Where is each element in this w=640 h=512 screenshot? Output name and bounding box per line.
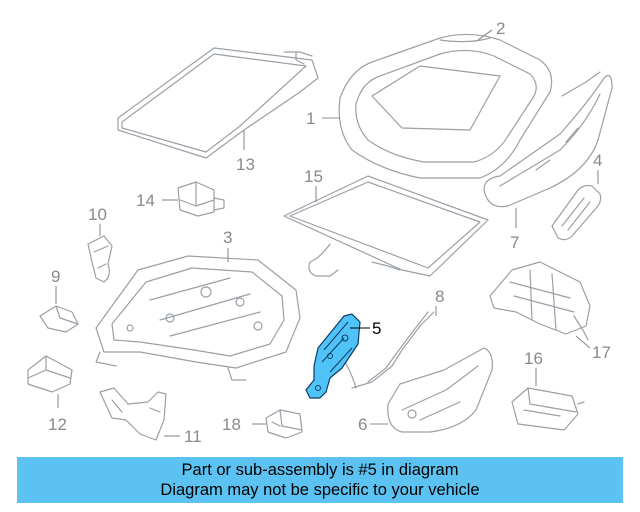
part-4-switch [551,184,602,241]
callout-9: 9 [51,267,60,286]
part-9-knob [39,305,79,333]
part-12-block [27,355,73,393]
callout-6: 6 [358,415,367,434]
callout-1: 1 [306,109,315,128]
callout-3: 3 [223,228,232,247]
part-11-bracket [99,387,167,441]
callout-10: 10 [88,205,107,224]
part-17-mechanism [489,261,591,341]
callout-13: 13 [236,155,255,174]
part-13-heater-pad [117,47,319,159]
callout-15: 15 [304,167,323,186]
banner-line-1: Part or sub-assembly is #5 in diagram [181,461,459,479]
callout-17: 17 [592,343,611,362]
callout-16: 16 [524,349,543,368]
part-15-mat [283,175,489,277]
part-7-side-trim [483,71,613,208]
parts-diagram: 13 2 1 7 4 14 15 10 [27,19,613,446]
part-16-module [511,387,585,431]
banner-line-2: Diagram may not be specific to your vehi… [160,481,480,499]
callout-2: 2 [496,19,505,38]
info-banner: Part or sub-assembly is #5 in diagram Di… [17,457,623,503]
callout-12: 12 [48,415,67,434]
part-18-connector [265,409,303,439]
part-10-clip [87,235,113,283]
callout-4: 4 [593,151,602,170]
callout-7: 7 [510,233,519,252]
part-6-side-cover [387,347,493,433]
part-3-seat-frame [95,255,301,381]
callout-11: 11 [184,427,202,446]
part-2-cushion-pad [338,33,553,179]
callout-18: 18 [222,415,241,434]
callout-5: 5 [372,319,381,338]
callout-14: 14 [136,191,155,210]
callout-8: 8 [435,287,444,306]
part-5-highlighted-bracket [305,313,361,399]
part-14-module [177,181,225,217]
